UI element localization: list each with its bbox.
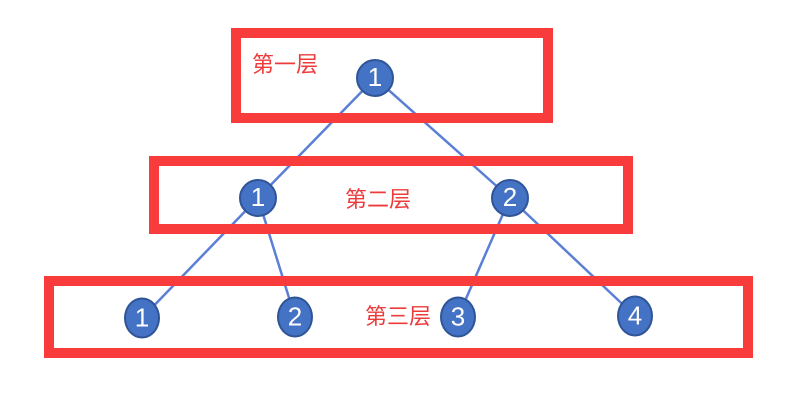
tree-node-level3-4: 4 (617, 295, 653, 337)
tree-node-level3-3: 3 (440, 296, 476, 338)
node-value: 2 (287, 301, 303, 331)
node-value: 1 (367, 62, 383, 92)
node-value: 1 (134, 302, 150, 332)
edge-line (509, 197, 636, 317)
tree-node-level2-2: 2 (491, 179, 529, 217)
tree-node-level3-1: 1 (124, 297, 160, 339)
node-value: 3 (450, 301, 466, 331)
node-value: 4 (627, 300, 643, 330)
tree-node-level1-1: 1 (356, 59, 394, 97)
node-value: 2 (502, 182, 518, 212)
edge-line (141, 197, 259, 319)
node-value: 1 (250, 182, 266, 212)
edge-line (456, 197, 512, 318)
layer2-label: 第二层 (345, 187, 412, 212)
edge-line (257, 77, 376, 199)
layer1-label: 第一层 (252, 52, 319, 77)
tree-node-level3-2: 2 (277, 296, 313, 338)
edge-line (374, 77, 511, 199)
layer3-label: 第三层 (365, 304, 432, 329)
tree-node-level2-1: 1 (239, 179, 277, 217)
